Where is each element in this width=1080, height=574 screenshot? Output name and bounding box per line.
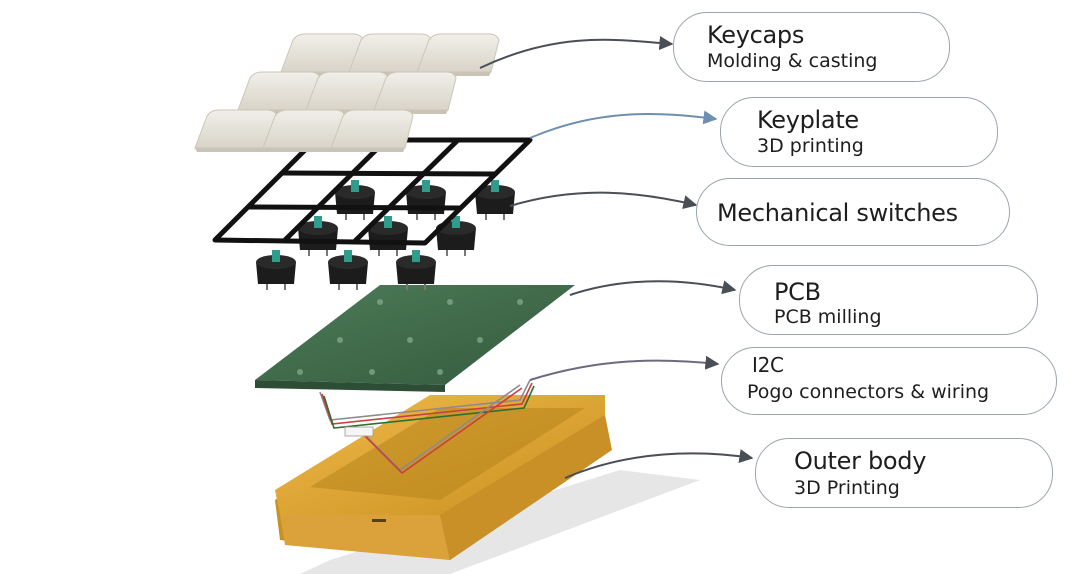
callout-outer-body: Outer body 3D Printing <box>755 438 1053 508</box>
callout-arrows <box>479 36 754 479</box>
callout-pcb: PCB PCB milling <box>739 265 1038 335</box>
callout-subtitle: Molding & casting <box>707 50 878 72</box>
callout-switches: Mechanical switches <box>696 178 1010 246</box>
callout-title: I2C <box>752 353 784 377</box>
keycaps-part <box>194 33 500 152</box>
keycap <box>416 33 500 76</box>
keycaps-arrow <box>479 36 674 69</box>
mechanical-switch <box>436 216 476 256</box>
mechanical-switch <box>328 250 368 290</box>
callout-title: Mechanical switches <box>717 199 958 227</box>
keycap <box>373 71 457 114</box>
callout-subtitle: 3D Printing <box>794 477 900 499</box>
i2c-arrow <box>529 355 720 381</box>
mechanical-switch <box>256 250 296 290</box>
outer-body-part <box>275 395 612 560</box>
keyplate-arrow <box>529 110 718 139</box>
callout-i2c: I2C Pogo connectors & wiring <box>721 347 1057 415</box>
keycap <box>330 109 414 152</box>
callout-subtitle: PCB milling <box>774 306 882 328</box>
body-arrow <box>564 449 754 479</box>
callout-title: PCB <box>774 278 821 306</box>
callout-subtitle: 3D printing <box>757 135 864 157</box>
callout-subtitle: Pogo connectors & wiring <box>747 381 990 403</box>
callout-keyplate: Keyplate 3D printing <box>720 97 998 167</box>
mechanical-switches-part <box>256 180 515 290</box>
keyplate-part <box>212 137 533 246</box>
mechanical-switch <box>396 250 436 290</box>
callout-title: Keycaps <box>707 21 805 49</box>
i2c-wiring <box>319 379 535 475</box>
pcb-arrow <box>569 280 737 296</box>
mechanical-switch <box>475 180 515 220</box>
callout-title: Keyplate <box>757 106 859 134</box>
pcb-part <box>255 285 575 392</box>
callout-title: Outer body <box>794 447 927 475</box>
switches-arrow <box>509 191 698 209</box>
callout-keycaps: Keycaps Molding & casting <box>673 12 950 82</box>
